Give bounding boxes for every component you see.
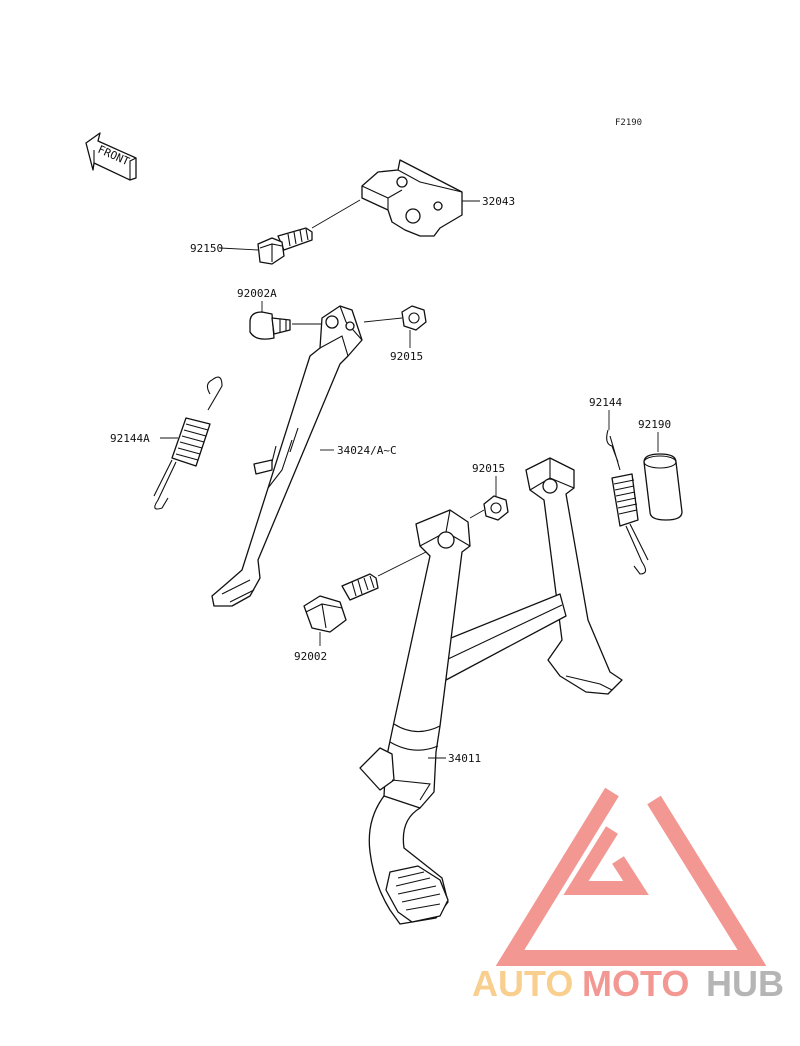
callout-center-spring: 92144	[589, 396, 622, 409]
bracket-bolt-part	[257, 227, 313, 265]
callout-center-nut: 92015	[472, 462, 505, 475]
callout-collar: 92190	[638, 418, 671, 431]
center-nut-part	[483, 495, 509, 521]
callout-side-nut: 92015	[390, 350, 423, 363]
callout-center-bolt: 92002	[294, 650, 327, 663]
watermark-logo: AUTO MOTO HUB	[472, 787, 784, 1004]
callout-side-stand: 34024/A~C	[337, 444, 397, 457]
watermark-text-moto: MOTO	[582, 963, 689, 1004]
callout-center-stand: 34011	[448, 752, 481, 765]
side-spring-part	[153, 376, 223, 510]
callout-bracket: 32043	[482, 195, 515, 208]
callout-pivot-bolt: 92002A	[237, 287, 277, 300]
watermark-triangle-outer	[495, 787, 767, 966]
side-stand-part	[211, 305, 363, 607]
watermark-triangle-inner	[563, 826, 649, 895]
watermark-text-hub: HUB	[706, 963, 784, 1004]
bracket-part	[361, 159, 463, 237]
center-stand-part	[359, 457, 623, 925]
front-arrow-icon: FRONT	[85, 132, 137, 181]
callout-side-spring: 92144A	[110, 432, 150, 445]
center-bolt-part	[303, 573, 379, 633]
pivot-bolt-part	[249, 311, 291, 340]
callout-bracket-bolt: 92150	[190, 242, 223, 255]
side-nut-part	[401, 305, 427, 331]
diagram-code: F2190	[615, 118, 642, 128]
collar-part	[643, 453, 683, 521]
watermark-text-auto: AUTO	[472, 963, 573, 1004]
center-spring-part	[606, 429, 649, 575]
